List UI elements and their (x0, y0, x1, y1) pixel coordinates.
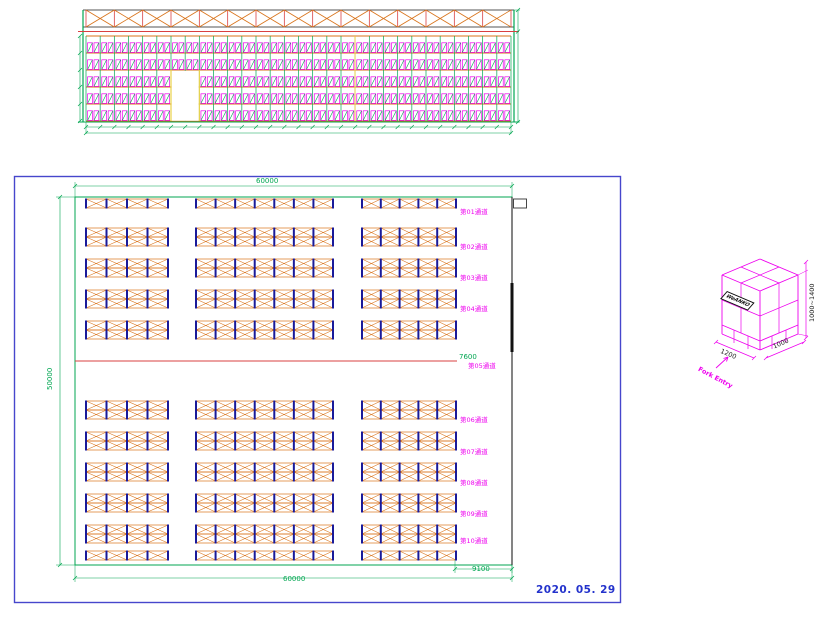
plan-view (13, 175, 622, 604)
aisle-label-03: 第03通道 (460, 274, 488, 282)
aisle-label-09: 第09通道 (460, 510, 488, 518)
plan-top-width-dim: 60000 (256, 177, 279, 185)
plan-bottom-width-dim: 60000 (283, 575, 306, 583)
aisle-label-04: 第04通道 (460, 305, 488, 313)
plan-dock-depth-dim: 9100 (472, 565, 490, 573)
plan-aisle-width-dim: 7600 (459, 353, 477, 361)
aisle-label-01: 第01通道 (460, 208, 488, 216)
drawing-date: 2020. 05. 29 (536, 584, 616, 596)
aisle-label-05: 第05通道 (468, 362, 496, 370)
aisle-label-06: 第06通道 (460, 416, 488, 424)
aisle-label-10: 第10通道 (460, 537, 488, 545)
aisle-label-02: 第02通道 (460, 243, 488, 251)
aisle-label-08: 第08通道 (460, 479, 488, 487)
elevation-view (77, 7, 521, 136)
aisle-label-07: 第07通道 (460, 448, 488, 456)
pallet-height-dim: 1000~1400 (808, 283, 816, 322)
pallet-detail-view (713, 258, 809, 369)
plan-left-height-dim: 50000 (46, 367, 54, 390)
